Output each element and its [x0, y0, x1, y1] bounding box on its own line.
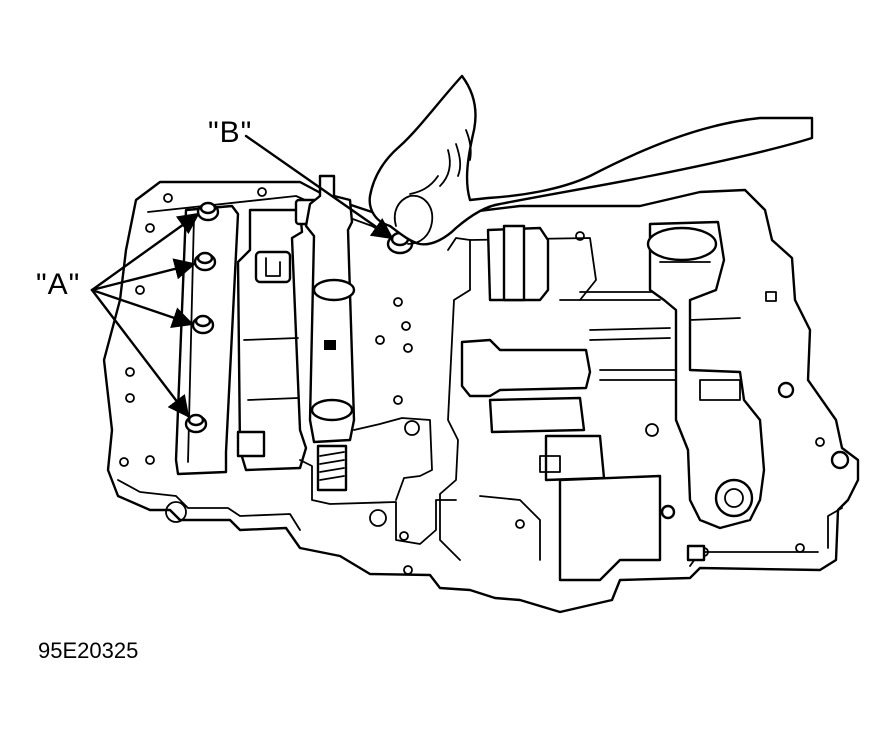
- leader-arrow-b: [244, 134, 394, 240]
- bolt-a3: [191, 314, 215, 335]
- figure-id: 95E20325: [38, 638, 139, 663]
- right-spool-valve: [646, 220, 850, 562]
- left-valve-section: [236, 198, 320, 472]
- right-valve-section: [299, 224, 681, 582]
- bolt-a1: [196, 201, 220, 222]
- label-a: "A": [36, 268, 81, 301]
- bolt-a2: [193, 251, 217, 272]
- leader-arrows-a: [90, 212, 200, 418]
- arrow-a4: [90, 288, 190, 418]
- bolts-a: [184, 201, 220, 434]
- hand: [368, 74, 814, 246]
- arrow-a3: [90, 288, 195, 328]
- arrow-b: [244, 134, 394, 240]
- label-b: "B": [208, 116, 253, 149]
- arrow-a2: [90, 258, 197, 292]
- arrow-a1: [90, 212, 200, 292]
- center-spool-valve: [304, 174, 356, 492]
- bolt-a4: [184, 413, 208, 434]
- separator-plate: [174, 204, 240, 476]
